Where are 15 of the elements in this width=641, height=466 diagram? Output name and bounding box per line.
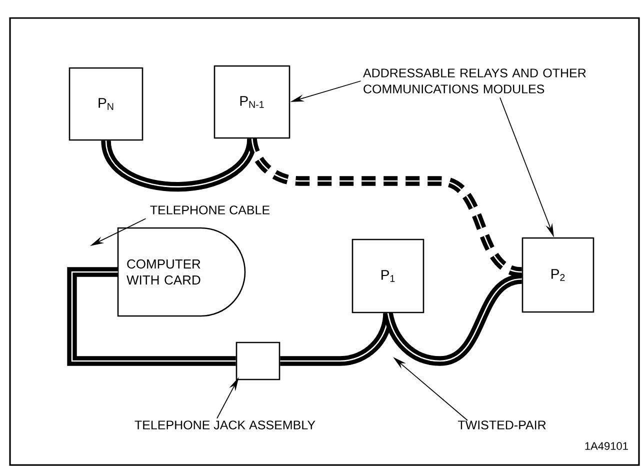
module-box: P$_{N-1}$ [214,65,290,139]
callout-text: TWISTED-PAIR [458,420,546,430]
module-box: P$_{2}$ [522,237,594,313]
jack-box [236,342,280,380]
computer-box: COMPUTER WITH CARD [117,227,246,317]
cable [101,138,257,192]
cable [247,138,523,277]
figure-number: 1A49101 [585,442,628,450]
callout-text: TELEPHONE JACK ASSEMBLY [134,420,316,430]
module-box: P$_{1}$ [352,238,424,314]
module-box: P$_{N}$ [68,67,144,141]
callout-text: TELEPHONE CABLE [150,206,270,214]
cable [383,274,523,366]
cable [67,267,236,366]
callout-text: ADDRESSABLE RELAYS AND OTHER COMMUNICATIONS MODULES [363,68,586,94]
